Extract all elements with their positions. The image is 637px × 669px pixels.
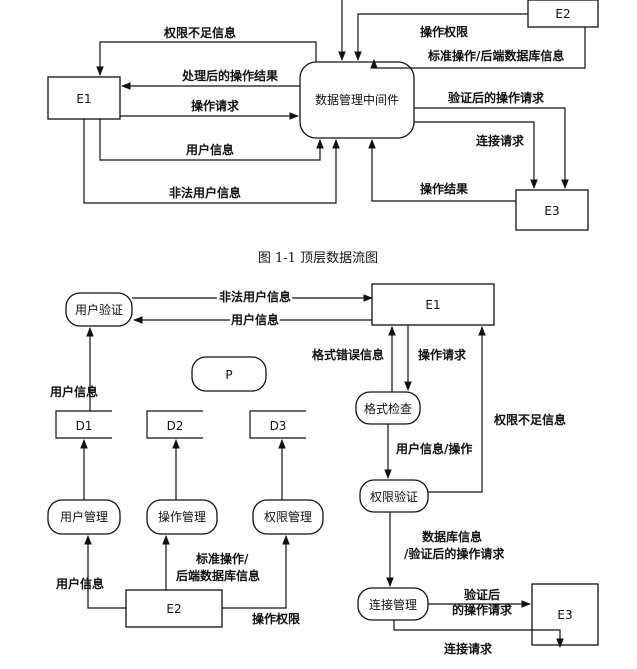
entity-e1-label-2: E1 [425,298,440,312]
flow-label-verified-line2: 的操作请求 [452,602,513,617]
flow-label-user-info-left: 用户信息 [49,384,98,399]
flow-insufficient-permission-2 [428,326,486,493]
flow-label-illegal-user-info: 非法用户信息 [169,185,241,200]
middleware-process-box [299,61,415,139]
process-op-mgmt-label: 操作管理 [158,509,206,524]
process-perm-mgmt-box [252,499,324,535]
entity-e2-box [527,0,599,28]
store-d1-lines [55,410,112,439]
flow-label-connection-request: 连接请求 [476,133,525,148]
store-d3-lines [249,410,306,439]
flow-user-info [99,119,324,161]
flow-label-user-info-top: 用户信息 [230,312,279,327]
middleware-process-label: 数据管理中间件 [315,92,399,107]
flow-label-verified-line1: 验证后 [464,587,500,602]
flow-label-operation-request-2: 操作请求 [418,347,467,362]
entity-e3-label: E3 [544,204,559,218]
flow-label-connection-request-2: 连接请求 [444,641,493,656]
flow-label-std-op-db-info: 标准操作/后端数据库信息 [427,48,564,63]
entity-e1-label: E1 [76,92,91,106]
flow-label-user-info-op: 用户信息/操作 [395,441,472,456]
process-user-mgmt-label: 用户管理 [60,509,108,524]
process-perm-mgmt-label: 权限管理 [264,509,312,524]
flow-label-insufficient-permission: 权限不足信息 [163,25,236,40]
figure-1-caption: 图 1-1 顶层数据流图 [258,251,378,266]
figure-1: E1 数据管理中间件 E2 E3 权限不足信息 处理后的操作结果 操作请求 用户… [47,0,599,266]
process-permission-verify-box [359,479,429,513]
flow-std-op-db-info [370,27,586,69]
flow-e2-to-user-mgmt [84,535,126,609]
flow-label-format-error: 格式错误信息 [312,347,384,362]
store-d2-lines [146,410,203,439]
store-d2-label: D2 [167,419,184,433]
process-permission-verify-label: 权限验证 [370,489,418,504]
flow-label-insufficient-permission-2: 权限不足信息 [493,412,566,427]
process-user-verify-box [65,292,133,327]
store-d1-label: D1 [76,419,93,433]
entity-e1-box [47,76,121,120]
entity-e2-label: E2 [555,7,570,21]
flow-label-user-info-e2: 用户信息 [55,576,104,591]
flow-label-db-info-line2: /验证后的操作请求 [404,546,505,561]
process-user-verify-label: 用户验证 [75,302,123,317]
entity-e3-box [515,189,589,231]
entity-e3-box-2 [531,583,599,646]
flow-label-operation-result: 操作结果 [420,181,468,196]
process-connection-mgmt-label: 连接管理 [369,597,417,612]
flow-operation-permission [354,13,528,61]
flow-label-op-permission: 操作权限 [252,611,300,626]
flow-label-processed-result: 处理后的操作结果 [181,68,278,83]
process-op-mgmt-box [146,499,218,535]
process-format-check-label: 格式检查 [364,401,412,416]
flow-connection-request-2 [393,620,564,648]
flow-label-std-op-line1: 标准操作/ [195,551,249,566]
flow-operation-result [368,139,516,202]
flow-label-verified-op-request: 验证后的操作请求 [448,90,545,105]
flow-e2-to-perm-mgmt [222,535,290,609]
flow-label-operation-permission: 操作权限 [420,24,468,39]
entity-e3-label-2: E3 [557,608,572,622]
store-d3-label: D3 [270,419,287,433]
flow-label-std-op-line2: 后端数据库信息 [176,568,260,583]
process-p-box [191,356,267,392]
flow-verified-op-request [414,107,569,189]
flow-connection-request [414,121,538,189]
flow-label-db-info-line1: 数据库信息 [422,529,482,544]
flow-insufficient-permission [96,41,317,76]
flow-label-illegal-user-info-2: 非法用户信息 [219,289,291,304]
flow-illegal-user-info [83,119,340,204]
figure-2: 用户验证 E1 非法用户信息 用户信息 P D1 D2 D3 用户信息 用户管理… [47,283,599,656]
process-p-label: P [225,368,232,382]
flow-label-operation-request: 操作请求 [191,98,240,113]
entity-e1-box-2 [371,283,495,326]
flow-label-user-info: 用户信息 [185,142,234,157]
entity-e2-label-2: E2 [166,602,181,616]
